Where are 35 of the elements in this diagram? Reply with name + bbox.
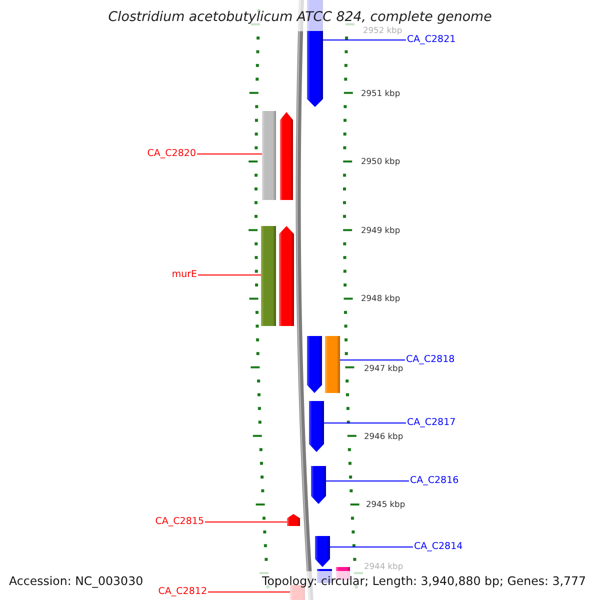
gene-label: CA_C2815 <box>155 516 204 528</box>
feature-bar <box>261 226 276 326</box>
scale-label: 2951 kbp <box>361 88 400 98</box>
gene-feature <box>309 401 324 452</box>
scale-label: 2949 kbp <box>361 225 400 235</box>
leader-line <box>326 480 410 482</box>
gene-feature <box>311 466 326 504</box>
gene-feature <box>287 514 300 526</box>
gene-label: CA_C2817 <box>407 417 456 429</box>
leader-line <box>330 546 414 548</box>
diagram-title: Clostridium acetobutylicum ATCC 824, complete genome <box>108 10 492 26</box>
info-text: Topology: circular; Length: 3,940,880 bp; Genes: 3,777 <box>262 574 586 588</box>
gene-feature <box>280 112 293 200</box>
leader-line <box>324 422 406 424</box>
feature-bar <box>325 336 340 393</box>
scale-label: 2946 kbp <box>364 431 404 441</box>
scale-label: 2945 kbp <box>366 499 406 509</box>
scale-label: 2944 kbp <box>364 561 404 571</box>
gene-label: CA_C2814 <box>414 541 463 553</box>
gene-label: CA_C2812 <box>158 586 207 598</box>
gene-label: CA_C2821 <box>407 34 456 46</box>
leader-line <box>198 274 262 276</box>
gene-feature <box>307 336 322 393</box>
gene-label: CA_C2820 <box>147 148 196 160</box>
feature-bar <box>262 111 276 200</box>
info-text: Accession: NC_003030 <box>9 574 144 588</box>
scale-label: 2952 kbp <box>363 25 402 35</box>
scale-label: 2950 kbp <box>361 156 400 166</box>
gene-feature <box>279 226 294 326</box>
gene-label: CA_C2816 <box>410 475 459 487</box>
scale-label: 2947 kbp <box>364 363 404 373</box>
gene-label: CA_C2818 <box>406 354 455 366</box>
gene-feature <box>315 536 330 567</box>
scale-label: 2948 kbp <box>361 293 400 303</box>
gene-label: murE <box>172 269 197 281</box>
